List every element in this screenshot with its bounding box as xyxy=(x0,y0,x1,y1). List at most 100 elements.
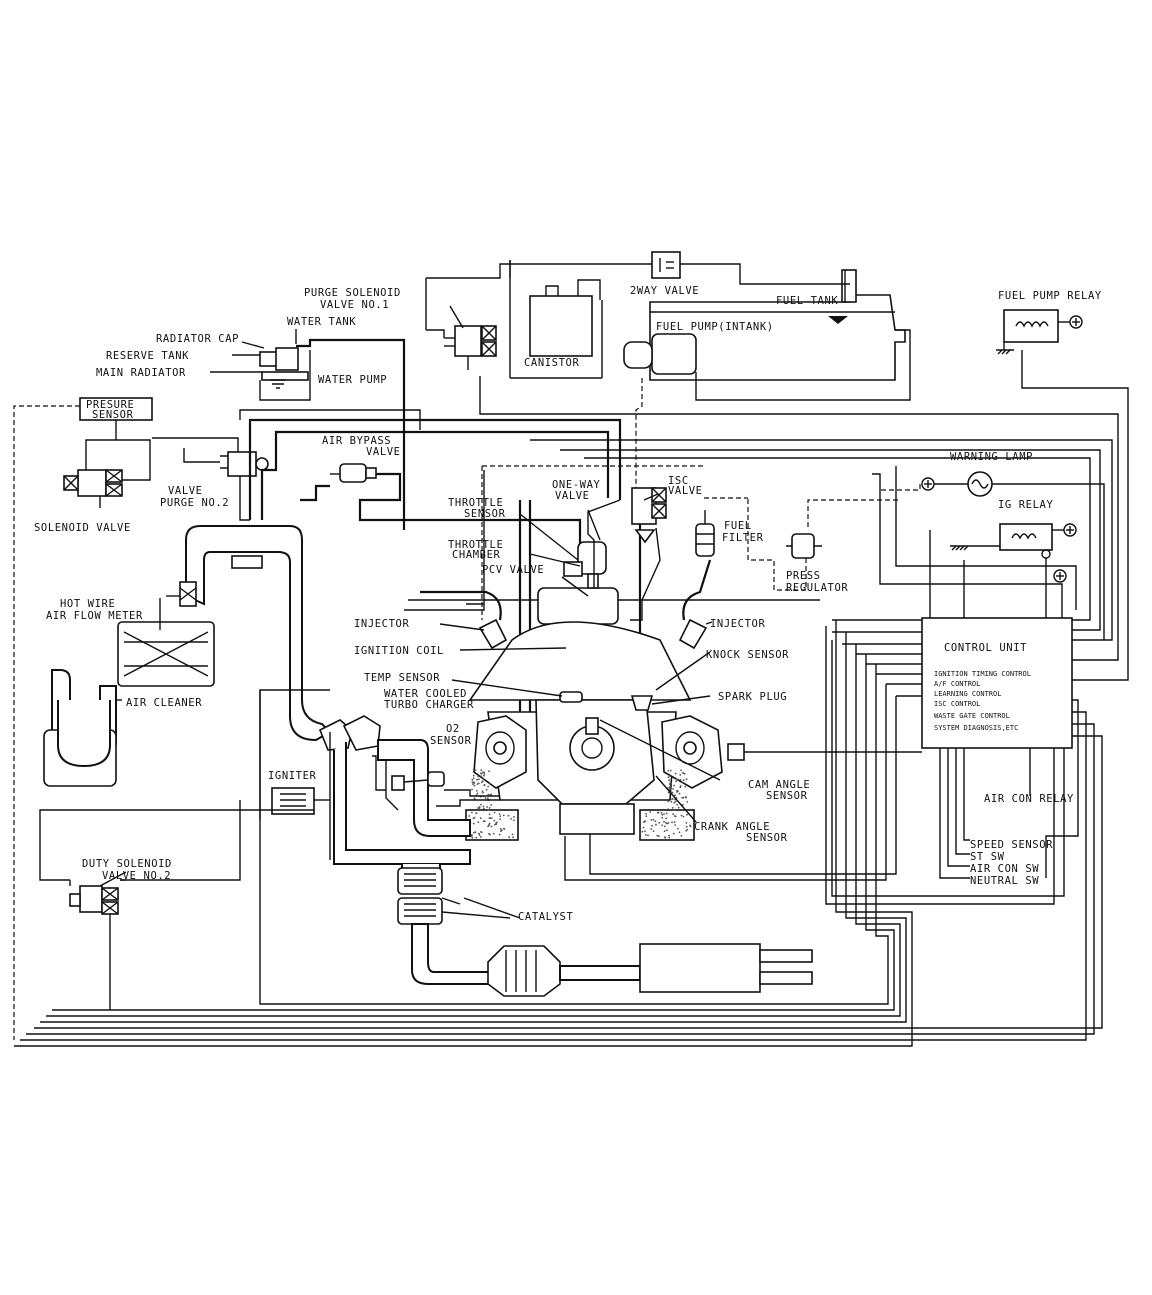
two-way-valve xyxy=(651,251,681,279)
label-injector-left: INJECTOR xyxy=(354,618,409,630)
speckle-dot xyxy=(483,771,486,774)
ig-plus-terminal xyxy=(1053,569,1067,583)
speckle-dot xyxy=(658,835,660,838)
air-cleaner xyxy=(43,621,215,787)
label-purge-solenoid-valve-no1: PURGE SOLENOID xyxy=(304,287,401,299)
speckle-dot xyxy=(493,819,496,822)
catalyst xyxy=(397,867,443,925)
speckle-dot xyxy=(677,806,680,809)
speckle-dot xyxy=(686,813,688,816)
speckle-dot xyxy=(473,831,475,834)
speckle-dot xyxy=(472,783,474,785)
speckle-dot xyxy=(480,781,483,784)
speckle-dot xyxy=(510,818,512,820)
speckle-dot xyxy=(674,824,676,826)
label-duty-solenoid: DUTY SOLENOID xyxy=(82,858,172,870)
speckle-dot xyxy=(682,803,684,806)
speckle-dot xyxy=(512,836,514,839)
speckle-dot xyxy=(487,793,490,796)
speckle-dot xyxy=(650,819,653,821)
label-canistor: CANISTOR xyxy=(524,357,579,369)
label-cam-angle-sensor: CAM ANGLE xyxy=(748,779,810,791)
speckle-dot xyxy=(665,817,668,820)
label-o2-sensor: O2 xyxy=(446,723,460,735)
fuel-pump-relay xyxy=(996,309,1083,355)
speckle-dot xyxy=(511,833,514,836)
speckle-dot xyxy=(689,824,691,827)
speckle-dot xyxy=(490,804,493,806)
speckle-dot xyxy=(663,820,665,823)
label-temp-sensor: TEMP SENSOR xyxy=(364,672,440,684)
label-water-pump: WATER PUMP xyxy=(318,374,387,386)
label-fuel-pump-relay: FUEL PUMP RELAY xyxy=(998,290,1102,302)
label-throttle-chamber-line2: CHAMBER xyxy=(452,549,501,561)
speckle-dot xyxy=(484,797,487,800)
label-fuel-pump: FUEL PUMP(INTANK) xyxy=(656,321,774,333)
speckle-dot xyxy=(663,813,665,815)
speckle-dot xyxy=(476,792,479,795)
speckle-dot xyxy=(671,821,673,824)
press-regulator xyxy=(786,533,822,559)
speckle-dot xyxy=(481,780,484,783)
speckle-dot xyxy=(492,832,495,835)
label-speed-sensor: SPEED SENSOR xyxy=(970,839,1053,851)
speckle-dot xyxy=(682,772,685,775)
isc-valve xyxy=(631,487,667,544)
speckle-dot xyxy=(507,814,510,817)
speckle-dot xyxy=(480,775,483,778)
speckle-dot xyxy=(671,791,674,794)
speckle-dot xyxy=(679,779,682,781)
speckle-dot xyxy=(476,778,478,781)
speckle-dot xyxy=(483,774,485,777)
valve-purge-no2 xyxy=(220,451,269,477)
label-spark-plug: SPARK PLUG xyxy=(718,691,787,703)
speckle-dot xyxy=(498,813,501,815)
control-unit-function: WASTE GATE CONTROL xyxy=(934,712,1010,720)
speckle-dot xyxy=(471,778,474,781)
speckle-dot xyxy=(684,785,687,788)
speckle-dot xyxy=(483,783,486,786)
speckle-dot xyxy=(488,813,491,816)
label-air-bypass-valve: AIR BYPASS xyxy=(322,435,391,447)
speckle-dot xyxy=(685,778,688,781)
speckle-dot xyxy=(482,805,485,808)
speckle-dot xyxy=(489,817,492,819)
speckle-dot xyxy=(674,815,677,818)
speckle-dot xyxy=(680,769,682,772)
speckle-dot xyxy=(667,791,670,794)
air-bypass-valve xyxy=(330,463,377,483)
label-radiator-cap: RADIATOR CAP xyxy=(156,333,239,345)
speckle-dot xyxy=(685,796,687,799)
speckle-fill xyxy=(467,769,692,839)
speckle-dot xyxy=(666,822,668,825)
speckle-dot xyxy=(477,782,480,785)
speckle-dot xyxy=(477,807,479,809)
speckle-dot xyxy=(471,781,474,784)
speckle-dot xyxy=(489,833,491,836)
speckle-dot xyxy=(480,769,483,771)
label-o2-sensor-line2: SENSOR xyxy=(430,735,472,747)
speckle-dot xyxy=(478,806,481,808)
labels: PURGE SOLENOID VALVE NO.1 2WAY VALVE FUE… xyxy=(34,285,1102,923)
speckle-dot xyxy=(650,828,653,830)
speckle-dot xyxy=(668,834,670,837)
injector-right xyxy=(678,618,713,650)
duty-solenoid-valve-no2 xyxy=(69,871,127,1010)
label-turbo-charger: TURBO CHARGER xyxy=(384,699,474,711)
speckle-dot xyxy=(661,816,664,819)
control-unit-function: SYSTEM DIAGNOSIS,ETC xyxy=(934,724,1018,732)
label-one-way-valve: ONE-WAY xyxy=(552,479,601,491)
speckle-dot xyxy=(503,827,505,830)
label-catalyst: CATALYST xyxy=(518,911,573,923)
canistor xyxy=(509,260,603,379)
speckle-dot xyxy=(473,784,476,787)
speckle-dot xyxy=(682,815,685,818)
label-air-bypass-valve-line2: VALVE xyxy=(366,446,401,458)
label-isc-valve-line2: VALVE xyxy=(668,485,703,497)
label-water-cooled: WATER COOLED xyxy=(384,688,467,700)
speckle-dot xyxy=(485,788,488,791)
label-fuel-filter: FUEL xyxy=(724,520,752,532)
speckle-dot xyxy=(499,815,502,817)
speckle-dot xyxy=(674,794,676,797)
speckle-dot xyxy=(669,782,672,784)
